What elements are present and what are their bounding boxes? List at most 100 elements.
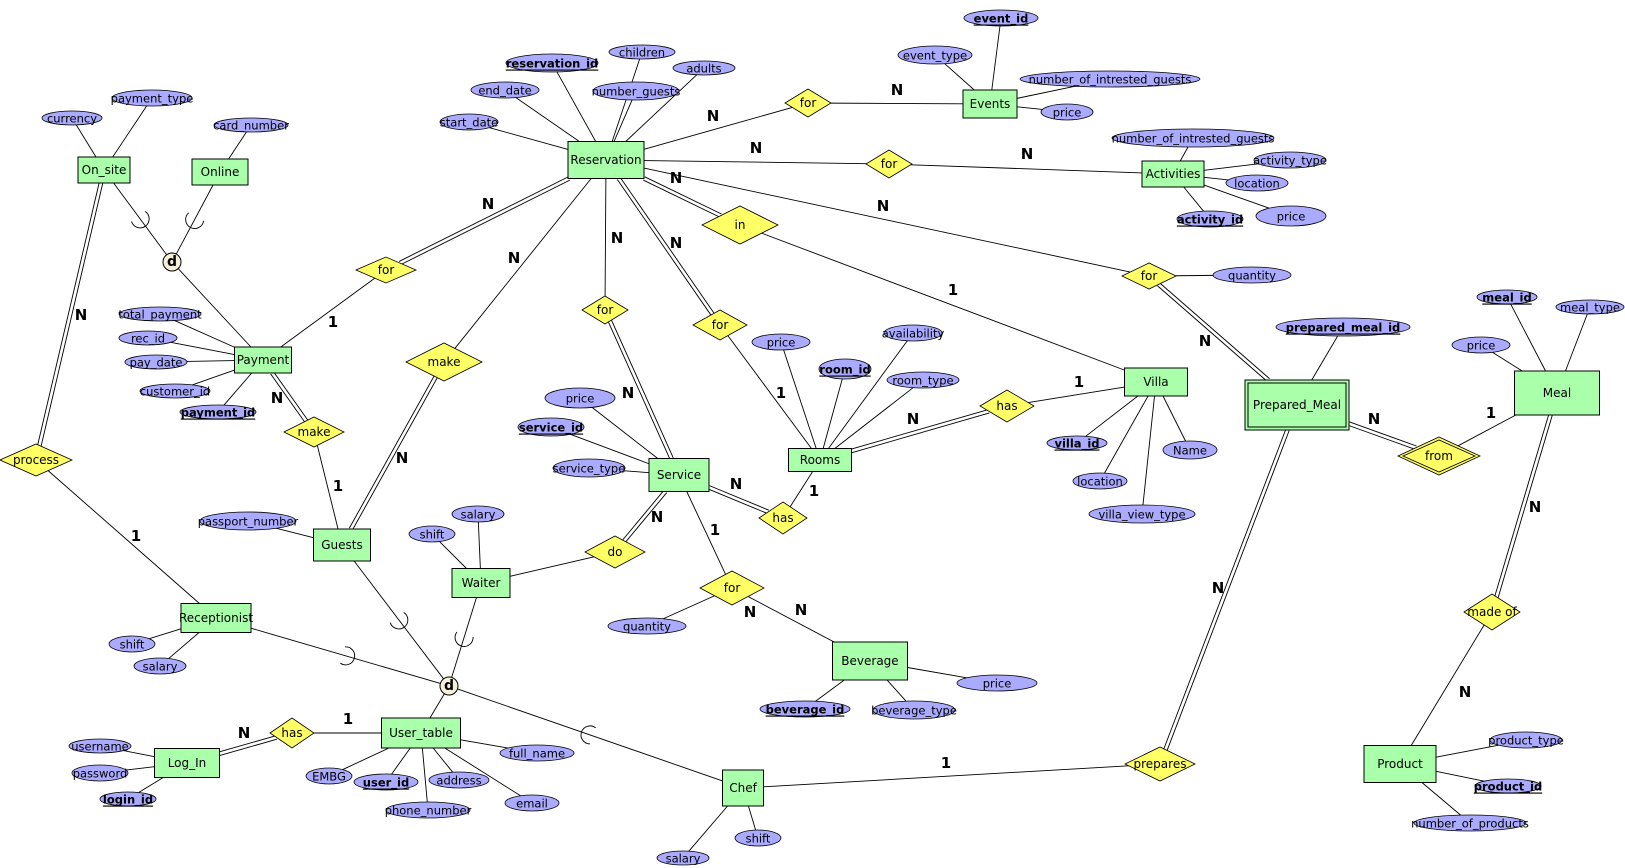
- attribute-number-of-products[interactable]: number_of_products: [1411, 814, 1529, 832]
- attribute-rec-id[interactable]: rec_id: [118, 330, 178, 346]
- attribute-start-date[interactable]: start_date: [439, 113, 499, 131]
- relationship-make[interactable]: make: [405, 342, 483, 382]
- attribute-username[interactable]: username: [68, 738, 132, 754]
- relationship-do[interactable]: do: [584, 535, 646, 569]
- attribute-currency[interactable]: currency: [41, 110, 103, 126]
- attribute-beverage-type[interactable]: beverage_type: [871, 700, 957, 720]
- attribute-meal-type[interactable]: meal_type: [1555, 299, 1625, 315]
- attribute-ac-price[interactable]: price: [1255, 205, 1327, 227]
- attribute-ac-noig[interactable]: number_of_intrested_guests: [1111, 128, 1275, 148]
- attribute-card-number[interactable]: card_number: [213, 117, 289, 133]
- relationship-has[interactable]: has: [979, 389, 1035, 423]
- attribute-product-type[interactable]: product_type: [1488, 731, 1564, 749]
- attribute-number-guests[interactable]: number_guests: [592, 81, 681, 101]
- relationship-for[interactable]: for: [1121, 262, 1177, 290]
- attribute-sv-price[interactable]: price: [544, 387, 616, 409]
- relationship-in[interactable]: in: [701, 205, 779, 245]
- relationship-for[interactable]: for: [784, 88, 832, 118]
- entity-activities[interactable]: Activities: [1141, 160, 1205, 188]
- attribute-email[interactable]: email: [504, 794, 560, 812]
- attribute-ev-price[interactable]: price: [1040, 103, 1094, 121]
- specialization-disjoint-icon[interactable]: d: [439, 676, 459, 696]
- entity-user-table[interactable]: User_table: [381, 717, 461, 749]
- attribute-rc-salary[interactable]: salary: [133, 657, 187, 675]
- entity-rooms[interactable]: Rooms: [788, 448, 852, 472]
- attribute-payment-type[interactable]: payment_type: [111, 89, 194, 107]
- attribute-fb-quantity[interactable]: quantity: [607, 617, 687, 635]
- entity-service[interactable]: Service: [648, 458, 710, 492]
- attribute-user-id[interactable]: user_id: [353, 773, 419, 791]
- attribute-event-type[interactable]: event_type: [897, 45, 973, 65]
- attribute-room-id[interactable]: room_id: [818, 358, 872, 380]
- attribute-prepared-meal-id[interactable]: prepared_meal_id: [1275, 317, 1411, 337]
- attribute-adults[interactable]: adults: [672, 60, 736, 76]
- attribute-vl-location[interactable]: location: [1072, 472, 1128, 490]
- entity-meal[interactable]: Meal: [1514, 370, 1600, 416]
- attribute-children[interactable]: children: [608, 44, 676, 60]
- attribute-service-type[interactable]: service_type: [552, 458, 626, 478]
- attribute-room-type[interactable]: room_type: [886, 371, 960, 389]
- relationship-from[interactable]: from: [1397, 436, 1481, 476]
- attribute-fm-quantity[interactable]: quantity: [1212, 266, 1292, 284]
- attribute-ml-price[interactable]: price: [1451, 336, 1511, 354]
- relationship-for[interactable]: for: [581, 295, 629, 325]
- attribute-address[interactable]: address: [428, 771, 490, 789]
- attribute-embg[interactable]: EMBG: [305, 767, 353, 785]
- attribute-service-id[interactable]: service_id: [517, 417, 585, 437]
- attribute-activity-type[interactable]: activity_type: [1253, 151, 1327, 169]
- relationship-has[interactable]: has: [269, 717, 315, 749]
- attribute-activity-id[interactable]: activity_id: [1176, 210, 1244, 228]
- relationship-for[interactable]: for: [699, 570, 765, 606]
- attribute-event-id[interactable]: event_id: [963, 9, 1039, 27]
- attribute-villa-id[interactable]: villa_id: [1046, 435, 1108, 452]
- relationship-has[interactable]: has: [758, 501, 808, 535]
- attribute-full-name[interactable]: full_name: [499, 744, 575, 762]
- entity-payment[interactable]: Payment: [234, 346, 292, 374]
- entity-prepared-meal[interactable]: Prepared_Meal: [1244, 379, 1350, 431]
- attribute-wt-salary[interactable]: salary: [451, 505, 505, 523]
- entity-events[interactable]: Events: [962, 89, 1018, 119]
- attribute-total-payment[interactable]: total_payment: [118, 306, 202, 322]
- entity-guests[interactable]: Guests: [313, 528, 371, 562]
- attribute-reservation-id[interactable]: reservation_id: [505, 53, 599, 73]
- attribute-end-date[interactable]: end_date: [470, 81, 540, 99]
- attribute-customer-id[interactable]: customer_id: [139, 383, 211, 399]
- relationship-for[interactable]: for: [865, 149, 913, 179]
- entity-chef[interactable]: Chef: [722, 769, 764, 807]
- attribute-ch-salary[interactable]: salary: [656, 850, 710, 866]
- attribute-villa-view-type[interactable]: villa_view_type: [1088, 504, 1196, 524]
- entity-villa[interactable]: Villa: [1124, 367, 1188, 397]
- entity-product[interactable]: Product: [1363, 745, 1437, 783]
- entity-receptionist[interactable]: Receptionist: [179, 603, 253, 633]
- relationship-made-of[interactable]: made of: [1463, 593, 1521, 631]
- attribute-ch-shift[interactable]: shift: [734, 829, 782, 847]
- relationship-make[interactable]: make: [283, 416, 345, 448]
- entity-waiter[interactable]: Waiter: [451, 568, 511, 598]
- attribute-availability[interactable]: availability: [882, 324, 945, 342]
- attribute-vl-name[interactable]: Name: [1162, 440, 1218, 460]
- relationship-for[interactable]: for: [354, 256, 418, 284]
- attribute-rc-shift[interactable]: shift: [108, 635, 156, 653]
- attribute-ev-noig[interactable]: number_of_intrested_guests: [1019, 70, 1201, 88]
- entity-beverage[interactable]: Beverage: [832, 641, 908, 681]
- entity-on-site[interactable]: On_site: [77, 156, 131, 184]
- attribute-rm-price[interactable]: price: [751, 333, 811, 351]
- attribute-phone-number[interactable]: phone_number: [385, 801, 472, 819]
- relationship-for[interactable]: for: [692, 309, 748, 341]
- attribute-ac-location[interactable]: location: [1225, 174, 1289, 192]
- attribute-beverage-id[interactable]: beverage_id: [759, 700, 851, 718]
- entity-log-in[interactable]: Log_In: [154, 748, 220, 778]
- attribute-product-id[interactable]: product_id: [1474, 778, 1542, 795]
- entity-online[interactable]: Online: [191, 158, 249, 186]
- attribute-meal-id[interactable]: meal_id: [1476, 289, 1538, 306]
- relationship-process[interactable]: process: [0, 443, 73, 477]
- attribute-bv-price[interactable]: price: [956, 674, 1038, 692]
- attribute-login-id[interactable]: login_id: [99, 791, 157, 808]
- specialization-disjoint-icon[interactable]: d: [162, 252, 182, 272]
- attribute-payment-id[interactable]: payment_id: [179, 404, 257, 421]
- attribute-passport-number[interactable]: passport_number: [198, 511, 299, 531]
- relationship-prepares[interactable]: prepares: [1124, 746, 1196, 782]
- entity-reservation[interactable]: Reservation: [567, 141, 645, 179]
- attribute-pay-date[interactable]: pay_date: [124, 354, 188, 370]
- attribute-password[interactable]: password: [71, 764, 129, 782]
